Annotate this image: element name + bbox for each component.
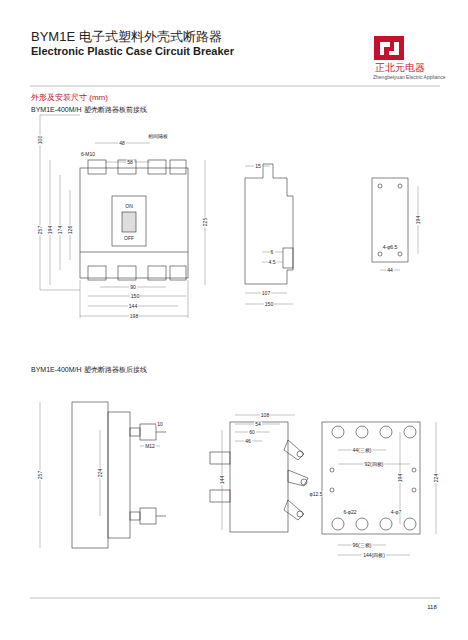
handle-label: OFF: [123, 236, 135, 241]
dimension-label: 150: [130, 294, 140, 299]
dimension-label: 90: [129, 285, 137, 290]
dimension-label: 194: [416, 215, 421, 225]
dimension-label: 60: [248, 430, 256, 435]
dimension-label: 100: [38, 135, 43, 145]
subtitle: Electronic Plastic Case Circuit Breaker: [30, 46, 235, 57]
dimension-label: 225: [203, 217, 208, 227]
dimension-label: φ12.5: [309, 492, 324, 497]
dimension-label: 257: [38, 470, 43, 480]
dimension-label: 144: [220, 475, 225, 485]
dimension-label: 107: [261, 291, 271, 296]
dimension-label: 44: [386, 268, 394, 273]
page-number: 118: [426, 604, 438, 610]
page-title: BYM1E 电子式塑料外壳式断路器: [30, 30, 223, 43]
dimension-label: 96(三极): [352, 543, 373, 548]
part-label: 相间隔板: [147, 134, 169, 139]
dimension-label: 144: [128, 304, 138, 309]
dimension-label: 4-φ7: [390, 510, 402, 515]
dimension-label: 144(四极): [362, 553, 386, 558]
dimension-label: 6-φ22: [342, 510, 357, 515]
dimension-label: 224: [434, 473, 439, 483]
dimension-label: 126: [68, 225, 73, 235]
dimension-label: 54: [254, 422, 262, 427]
dimension-label: 174: [58, 225, 63, 235]
brand-en: Zhengbeiyuan Electric Appliance: [372, 75, 447, 80]
dimension-label: 257: [38, 225, 43, 235]
dimension-label: 46: [244, 439, 252, 444]
dimension-label: 48: [118, 141, 126, 146]
dimension-label: 4.5: [268, 260, 277, 265]
dimension-label: 198: [129, 314, 139, 319]
view-title: BYM1E-400M/H 塑壳断路器板前接线: [30, 106, 148, 113]
dimension-label: 194: [48, 225, 53, 235]
dimension-label: 92(四极): [364, 462, 385, 467]
dimension-label: 194: [398, 473, 403, 483]
dimension-label: 150: [264, 302, 274, 307]
dimension-label: 6: [270, 250, 275, 255]
dimension-label: 224: [98, 468, 103, 478]
brand: 正北元电器: [374, 63, 426, 73]
dimension-label: 10: [156, 422, 164, 427]
dimension-label: 44(三极): [352, 448, 373, 453]
view-title: BYM1E-400M/H 塑壳断路器板后接线: [30, 366, 148, 373]
section-title: 外形及安装尺寸 (mm): [30, 94, 109, 102]
handle-label: ON: [124, 204, 134, 209]
dimension-label: 58: [126, 160, 134, 165]
dimension-label: 15: [254, 164, 262, 169]
dimension-label: 6-M10: [80, 152, 96, 157]
dimension-label: M12: [144, 444, 156, 449]
dimension-label: 108: [260, 413, 270, 418]
dimension-label: 4-φ6.5: [382, 245, 399, 250]
